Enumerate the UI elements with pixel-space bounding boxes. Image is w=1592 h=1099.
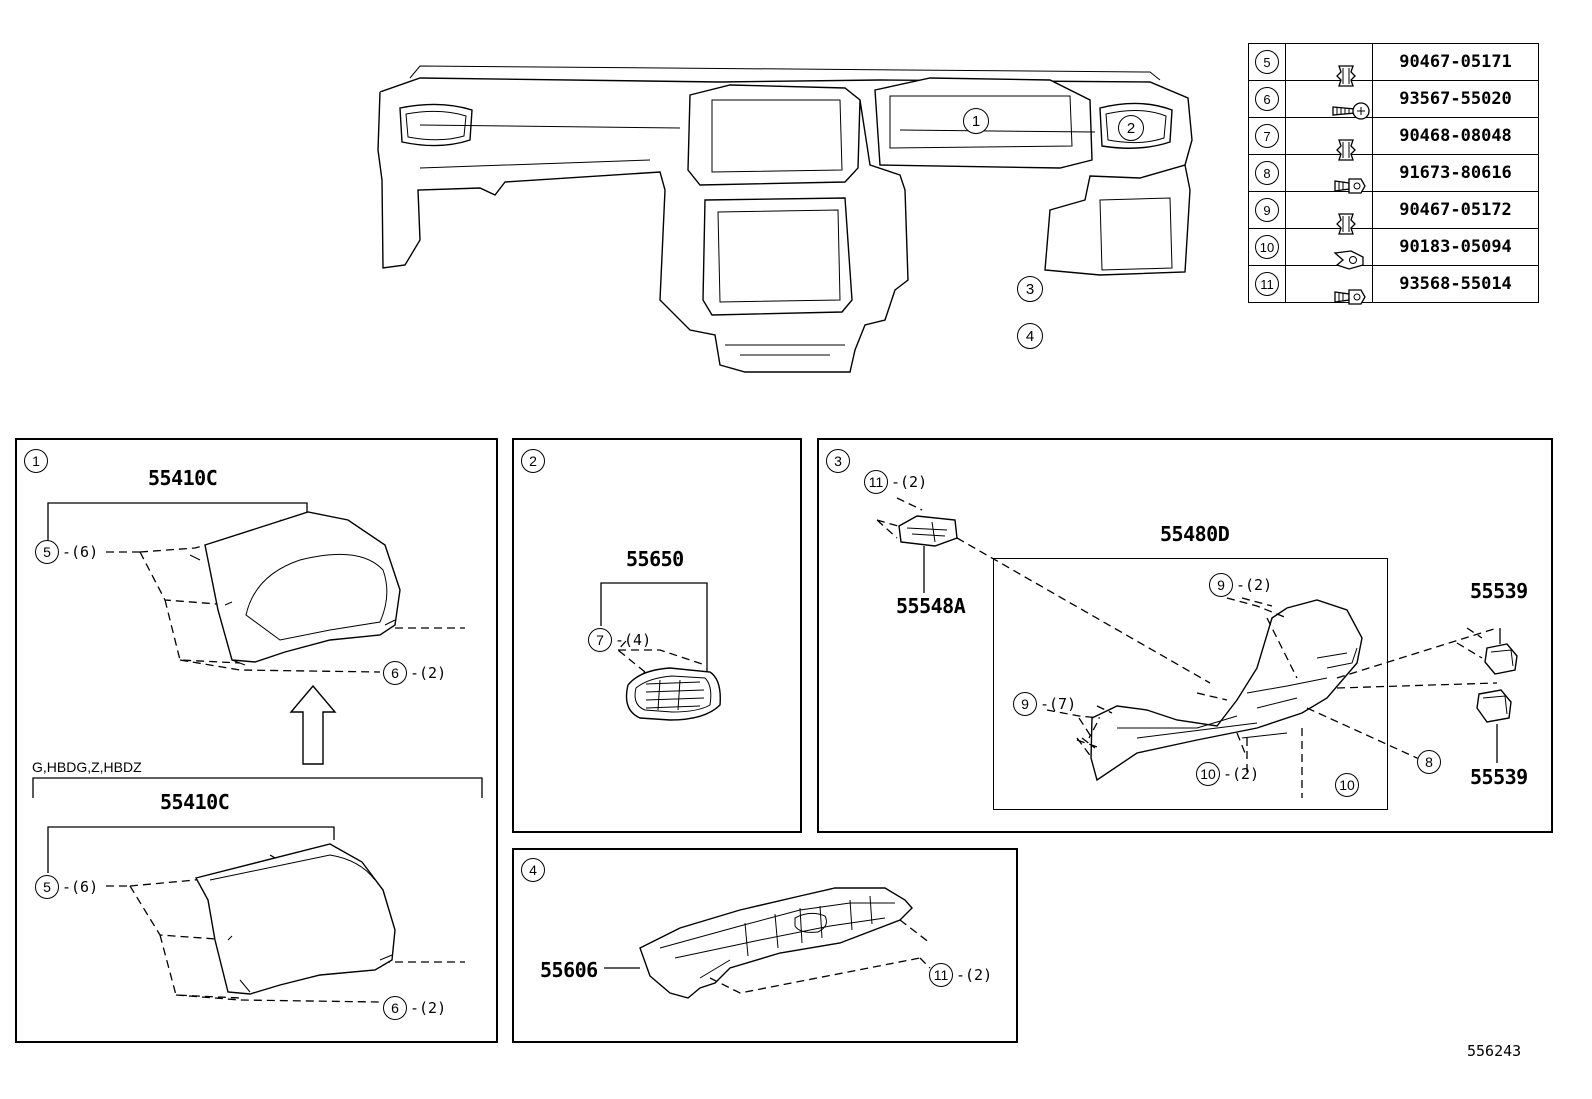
fastener-ref: 11 — [1255, 272, 1279, 296]
panel-3-index: 3 — [826, 449, 850, 473]
dashboard-overview-drawing — [377, 65, 1193, 373]
fastener-row: 11 93568-55014 — [1248, 265, 1539, 305]
callout-6-upper: 6 — [383, 661, 407, 685]
part-55606: 55606 — [540, 958, 598, 982]
fastener-part-number: 90468-08048 — [1372, 117, 1539, 155]
fastener-ref-cell: 11 — [1248, 265, 1286, 303]
panel-2 — [512, 438, 802, 833]
fastener-part-number: 93568-55014 — [1372, 265, 1539, 303]
fastener-table: 5 90467-05171 6 93567-55020 7 90468-08048 8 916… — [1248, 43, 1539, 305]
qty-9-a: -(2) — [1236, 576, 1273, 594]
part-55480D-group-box — [993, 558, 1388, 810]
callout-11-panel4: 11 — [929, 963, 953, 987]
fastener-ref: 10 — [1255, 235, 1279, 259]
bolt-icon — [1285, 265, 1373, 305]
callout-9-b: 9 — [1013, 692, 1037, 716]
callout-5-upper: 5 — [35, 540, 59, 564]
qty-10-a: -(2) — [1223, 765, 1260, 783]
screw-icon — [1285, 80, 1373, 120]
fastener-ref-cell: 9 — [1248, 191, 1286, 229]
callout-10-b: 10 — [1335, 773, 1359, 797]
part-55650: 55650 — [626, 547, 684, 571]
callout-11-panel3: 11 — [864, 470, 888, 494]
qty-7: -(4) — [615, 631, 652, 649]
fastener-ref: 5 — [1255, 50, 1279, 74]
callout-8: 8 — [1417, 750, 1441, 774]
fastener-ref: 8 — [1255, 161, 1279, 185]
part-55410C-lower: 55410C — [160, 790, 230, 814]
diagram-number: 556243 — [1467, 1042, 1522, 1060]
nut-icon — [1285, 228, 1373, 270]
callout-3: 3 — [1017, 276, 1043, 302]
panel-4-index: 4 — [521, 858, 545, 882]
callout-1: 1 — [963, 108, 989, 134]
fastener-row: 7 90468-08048 — [1248, 117, 1539, 161]
fastener-row: 10 90183-05094 — [1248, 228, 1539, 270]
fastener-ref: 9 — [1255, 198, 1279, 222]
callout-6-lower: 6 — [383, 996, 407, 1020]
part-55548A: 55548A — [896, 594, 966, 618]
part-55539-b: 55539 — [1470, 765, 1528, 789]
clip-icon — [1285, 191, 1373, 235]
callout-5-lower: 5 — [35, 875, 59, 899]
fastener-ref-cell: 5 — [1248, 43, 1286, 81]
qty-11-panel4: -(2) — [956, 966, 993, 984]
qty-5-lower: -(6) — [62, 878, 99, 896]
qty-6-lower: -(2) — [410, 999, 447, 1017]
fastener-part-number: 93567-55020 — [1372, 80, 1539, 118]
part-55480D: 55480D — [1160, 522, 1230, 546]
variant-bracket — [32, 777, 483, 798]
arrow-up-icon — [289, 684, 337, 765]
fastener-row: 5 90467-05171 — [1248, 43, 1539, 87]
qty-9-b: -(7) — [1040, 695, 1077, 713]
side-vent-drawing — [600, 582, 721, 721]
panel-1-index: 1 — [24, 449, 48, 473]
callout-2: 2 — [1118, 115, 1144, 141]
cluster-bezel-upper-drawing — [47, 502, 465, 673]
fastener-part-number: 90183-05094 — [1372, 228, 1539, 266]
fastener-ref: 7 — [1255, 124, 1279, 148]
qty-6-upper: -(2) — [410, 664, 447, 682]
fastener-part-number: 91673-80616 — [1372, 154, 1539, 192]
lower-panel-assembly-drawing — [876, 497, 1518, 798]
fastener-part-number: 90467-05171 — [1372, 43, 1539, 81]
callout-9-a: 9 — [1209, 573, 1233, 597]
part-55539-a: 55539 — [1470, 579, 1528, 603]
fastener-ref: 6 — [1255, 87, 1279, 111]
fastener-row: 8 91673-80616 — [1248, 154, 1539, 194]
part-55410C-upper: 55410C — [148, 466, 218, 490]
fastener-ref-cell: 10 — [1248, 228, 1286, 266]
variant-note: G,HBDG,Z,HBDZ — [32, 759, 142, 775]
panel-2-index: 2 — [521, 449, 545, 473]
cluster-bezel-lower-drawing — [47, 826, 465, 1003]
qty-5-upper: -(6) — [62, 543, 99, 561]
callout-10-a: 10 — [1196, 762, 1220, 786]
callout-7: 7 — [588, 628, 612, 652]
bolt-icon — [1285, 154, 1373, 194]
fastener-row: 6 93567-55020 — [1248, 80, 1539, 120]
callout-4: 4 — [1017, 323, 1043, 349]
qty-11-panel3: -(2) — [891, 473, 928, 491]
under-cover-drawing — [604, 887, 931, 999]
clip-icon — [1285, 117, 1373, 161]
clip-icon — [1285, 43, 1373, 87]
